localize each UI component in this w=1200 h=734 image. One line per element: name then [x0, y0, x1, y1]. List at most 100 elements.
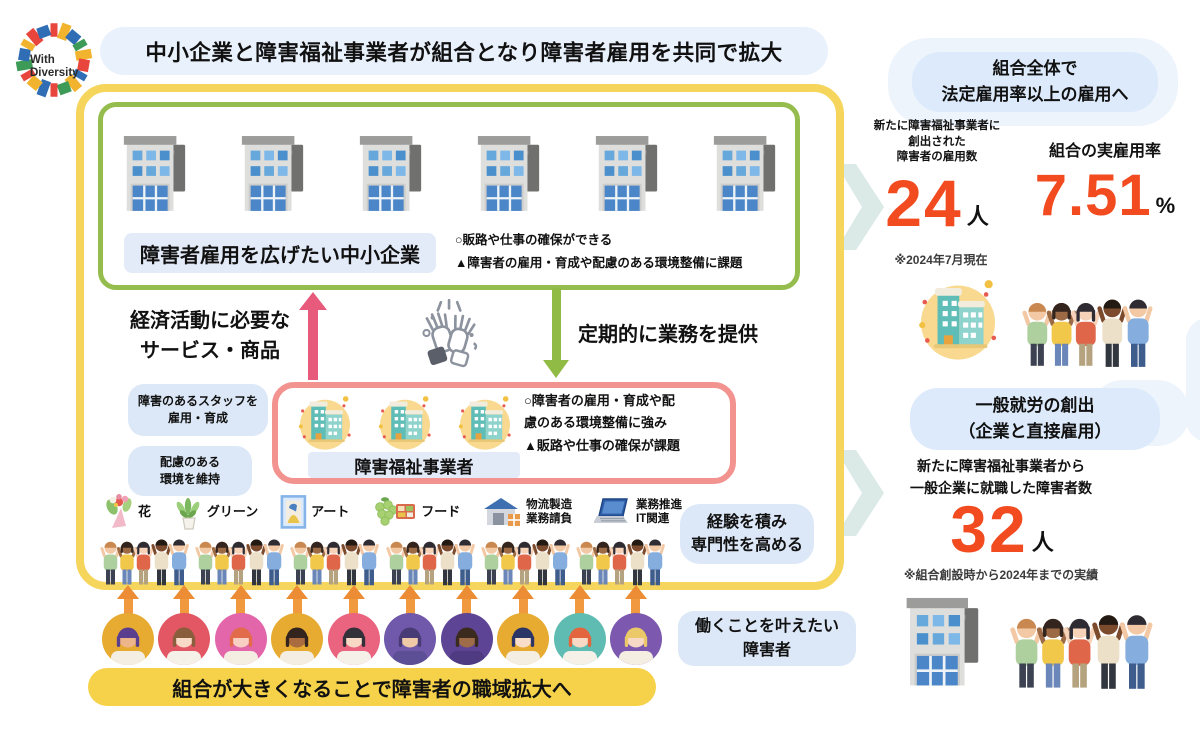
- worker-group: [195, 524, 285, 586]
- companies-issue: ▲障害者の雇用・育成や配慮のある環境整備に課題: [455, 255, 743, 270]
- plant-icon: [176, 498, 200, 530]
- general-title: 一般就労の創出 （企業と直接雇用）: [910, 388, 1160, 450]
- up-arrow-icon: [497, 585, 549, 615]
- person-avatar: [102, 613, 154, 665]
- category-green: グリーン: [173, 494, 258, 530]
- up-arrow-services: [298, 292, 328, 380]
- illustration: [120, 126, 190, 218]
- illustration: [912, 274, 1004, 366]
- illustration: [592, 126, 662, 218]
- welfare-building-image: [912, 274, 1004, 366]
- up-arrow-icon: [102, 585, 154, 615]
- person-avatar: [214, 613, 267, 665]
- category-label: 業務推進 IT関連: [636, 498, 682, 525]
- illustration: [710, 126, 780, 218]
- jobs-created-value: 24: [885, 166, 963, 240]
- category-art: アート: [280, 495, 349, 529]
- person-avatar: [440, 613, 493, 665]
- worker-groups-row: [100, 524, 666, 586]
- experience-bubble: 経験を積み 専門性を高める: [680, 504, 814, 564]
- people-group-illustration: [1010, 615, 1153, 689]
- illustration: [1002, 596, 1162, 690]
- logo-ring-icon: [15, 22, 93, 98]
- general-note: ※組合創設時から2024年までの実績: [903, 568, 1099, 582]
- welfare-building-icon: [919, 280, 997, 360]
- overall-title: 組合全体で 法定雇用率以上の雇用へ: [912, 52, 1158, 112]
- people-group-image: [1002, 596, 1162, 690]
- welfare-building-icon: [378, 396, 431, 450]
- company-building-icon: [241, 136, 304, 211]
- person-avatar: [327, 613, 380, 665]
- workers-bubble: 働くことを叶えたい 障害者: [678, 611, 856, 666]
- illustration: [454, 392, 516, 454]
- company-building-icon: [359, 136, 422, 211]
- companies-merit: ○販路や仕事の確保ができる: [455, 233, 613, 247]
- category-it: 業務推進 IT関連: [594, 497, 682, 527]
- warehouse-icon: [484, 498, 521, 526]
- jobs-created-stat: 24 人: [862, 166, 1012, 240]
- overall-note: ※2024年7月現在: [894, 253, 988, 267]
- illustration: [374, 392, 436, 454]
- people-group-illustration: [481, 539, 570, 586]
- company-buildings-row: [120, 126, 780, 218]
- flow-chevron-icon: [836, 450, 884, 536]
- illustration: [902, 590, 984, 690]
- person-avatar: [497, 613, 550, 665]
- illustration: [356, 126, 426, 218]
- people-group-illustration: [290, 539, 380, 586]
- companies-label: 障害者雇用を広げたい中小企業: [124, 233, 436, 273]
- up-arrow-icon: [610, 585, 662, 615]
- person-avatar: [553, 613, 606, 665]
- worker-group: [100, 524, 190, 586]
- welfare-building-icon: [298, 396, 351, 450]
- people-group-illustration: [385, 539, 475, 586]
- illustration: [1012, 282, 1164, 368]
- illustration: [294, 392, 356, 454]
- art-icon: [280, 495, 307, 529]
- welfare-issue: ▲販路や仕事の確保が課題: [524, 437, 680, 453]
- company-building-icon: [123, 136, 186, 211]
- category-logistics: 物流製造 業務請負: [482, 495, 572, 529]
- up-arrow-icon: [441, 585, 493, 615]
- welfare-label: 障害福祉事業者: [308, 452, 520, 478]
- illustration: [238, 126, 308, 218]
- general-stat-label: 新たに障害福祉事業者から 一般企業に就職した障害者数: [884, 456, 1118, 499]
- companies-pros-cons: ○販路や仕事の確保ができる ▲障害者の雇用・育成や配慮のある環境整備に課題: [455, 229, 797, 274]
- person-avatar: [158, 613, 211, 665]
- worker-group: [576, 524, 666, 586]
- category-label: グリーン: [206, 503, 259, 519]
- people-group-illustration: [576, 539, 665, 586]
- services-goods-label: 経済活動に必要な サービス・商品: [130, 310, 290, 362]
- company-building-icon: [906, 597, 979, 686]
- worker-group: [481, 524, 571, 586]
- up-arrow-icon: [384, 585, 436, 615]
- employment-rate-unit: %: [1155, 193, 1176, 219]
- company-building-icon: [713, 136, 776, 211]
- jobs-created-unit: 人: [966, 203, 989, 229]
- worker-group: [290, 524, 380, 586]
- bouquet-icon: [106, 494, 132, 528]
- up-arrow-icon: [554, 585, 606, 615]
- clapping-hands-icon: [422, 298, 478, 368]
- job-categories-row: 花 グリーン アート: [104, 488, 682, 536]
- company-building-image: [902, 590, 984, 690]
- worker-group: [385, 524, 476, 586]
- company-building-icon: [477, 136, 540, 211]
- welfare-merit: ○障害者の雇用・育成や配 慮のある環境整備に強み: [524, 393, 675, 431]
- regular-work-label: 定期的に業務を提供: [578, 324, 758, 346]
- general-stat-unit: 人: [1031, 529, 1054, 555]
- laptop-icon: [594, 498, 628, 523]
- page-title: 中小企業と障害福祉事業者が組合となり障害者雇用を共同で拡大: [100, 27, 828, 75]
- background-blob: [1186, 318, 1200, 442]
- general-stat: 32 人: [892, 496, 1112, 562]
- category-label: フード: [421, 503, 461, 519]
- category-label: 物流製造 業務請負: [526, 498, 573, 525]
- welfare-pros-cons: ○障害者の雇用・育成や配 慮のある環境整備に強み ▲販路や仕事の確保が課題: [524, 390, 730, 457]
- join-arrows-row: [102, 585, 662, 615]
- up-arrow-icon: [328, 585, 380, 615]
- food-icon: [375, 497, 416, 526]
- person-avatar: [609, 613, 662, 665]
- jobs-created-label: 新たに障害福祉事業者に 創出された 障害者の雇用数: [873, 120, 1001, 164]
- category-label: 花: [138, 503, 152, 519]
